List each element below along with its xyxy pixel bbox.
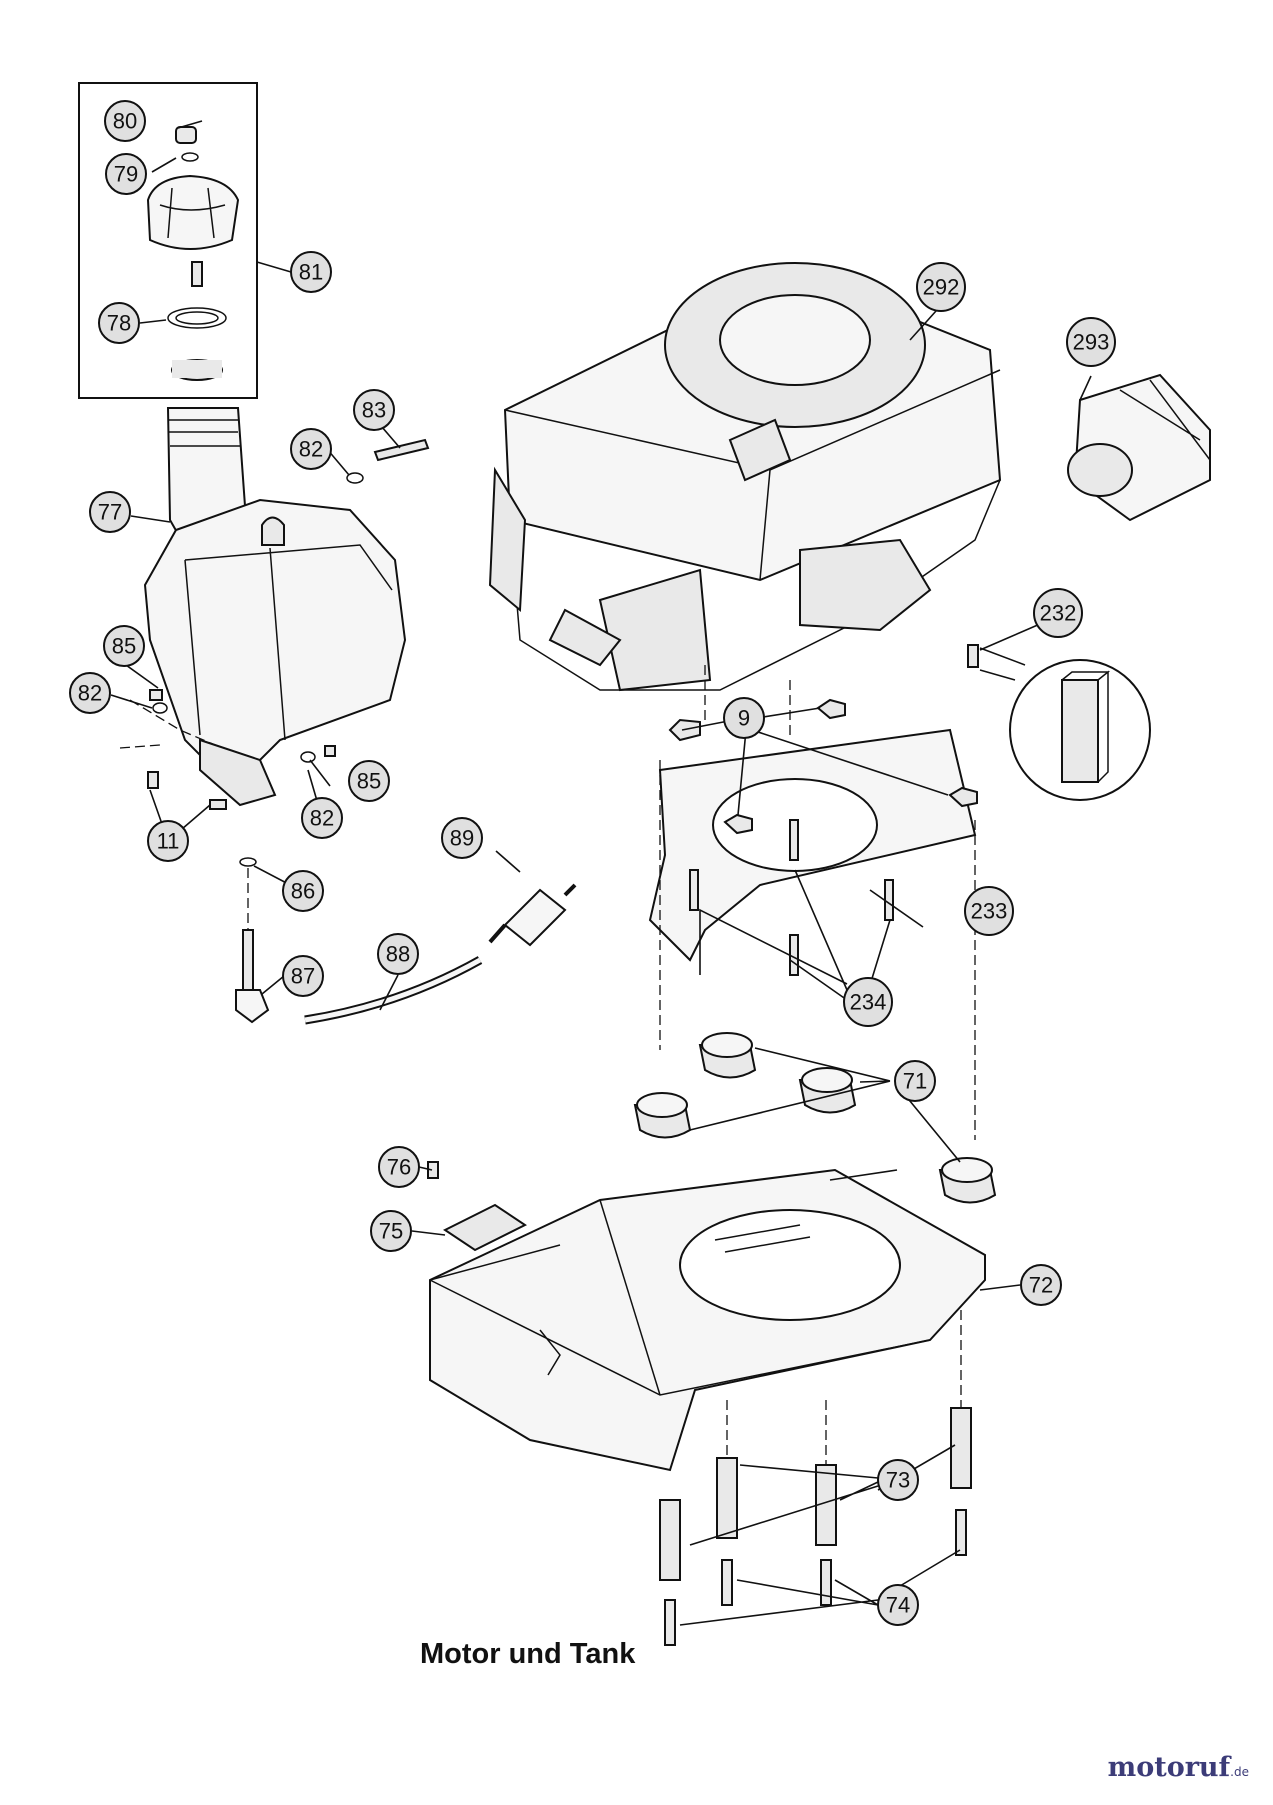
engine-carburetor	[799, 538, 932, 632]
callout-85: 85	[103, 625, 145, 667]
svg-text:234: 234	[850, 990, 887, 1015]
cap-screw	[191, 261, 203, 287]
svg-text:71: 71	[903, 1069, 927, 1094]
base-plate-opening	[679, 1209, 901, 1321]
callout-82: 82	[69, 672, 111, 714]
part-11-bolt	[147, 771, 159, 789]
svg-text:89: 89	[450, 826, 474, 851]
svg-text:292: 292	[923, 275, 960, 300]
svg-text:76: 76	[387, 1155, 411, 1180]
callout-75: 75	[370, 1210, 412, 1252]
callout-85: 85	[348, 760, 390, 802]
svg-text:87: 87	[291, 964, 315, 989]
svg-text:293: 293	[1073, 330, 1110, 355]
part-234-bolt	[689, 869, 699, 911]
part-80-vent	[175, 126, 197, 144]
tank-bracket	[199, 738, 277, 807]
watermark-suffix: .de	[1230, 1765, 1249, 1779]
svg-text:77: 77	[98, 500, 122, 525]
part-79-washer	[181, 152, 199, 162]
callout-81: 81	[290, 251, 332, 293]
callout-72: 72	[1020, 1264, 1062, 1306]
callout-77: 77	[89, 491, 131, 533]
cap-assembly-box	[78, 82, 258, 399]
part-232-key	[967, 644, 979, 668]
part-73-spacers	[659, 1407, 972, 1581]
callout-82: 82	[290, 428, 332, 470]
callout-293: 293	[1066, 317, 1116, 367]
svg-text:233: 233	[971, 899, 1008, 924]
svg-text:82: 82	[310, 806, 334, 831]
part-81-cap	[146, 174, 240, 250]
svg-text:88: 88	[386, 942, 410, 967]
part-83-bolt	[373, 438, 430, 462]
callout-233: 233	[964, 886, 1014, 936]
svg-text:9: 9	[738, 706, 750, 731]
callout-80: 80	[104, 100, 146, 142]
callout-82: 82	[301, 797, 343, 839]
svg-text:78: 78	[107, 311, 131, 336]
part-87-fitting	[242, 929, 254, 991]
svg-text:11: 11	[157, 829, 180, 854]
engine-cylinder	[598, 568, 712, 692]
svg-text:74: 74	[886, 1593, 910, 1618]
callout-76: 76	[378, 1146, 420, 1188]
svg-text:79: 79	[114, 162, 138, 187]
callout-292: 292	[916, 262, 966, 312]
svg-text:72: 72	[1029, 1273, 1053, 1298]
svg-text:82: 82	[78, 681, 102, 706]
part-77-fuel-tank	[143, 498, 407, 772]
part-75-bracket	[443, 1203, 527, 1252]
part-78-gasket	[167, 307, 227, 329]
callout-11: 11	[147, 820, 189, 862]
starter-handle	[728, 418, 792, 482]
part-76-screw	[427, 1161, 439, 1179]
svg-text:75: 75	[379, 1219, 403, 1244]
svg-text:232: 232	[1040, 601, 1077, 626]
part-86-washer	[239, 857, 257, 867]
callout-86: 86	[282, 870, 324, 912]
diagram-caption: Motor und Tank	[420, 1638, 636, 1670]
callout-87: 87	[282, 955, 324, 997]
part-72-base-plate	[429, 1168, 986, 1472]
part-232-key-detail	[1061, 679, 1099, 783]
svg-text:73: 73	[886, 1468, 910, 1493]
callout-71: 71	[894, 1060, 936, 1102]
callout-88: 88	[377, 933, 419, 975]
svg-text:83: 83	[362, 398, 386, 423]
svg-text:81: 81	[299, 260, 323, 285]
callout-83: 83	[353, 389, 395, 431]
callout-9: 9	[723, 697, 765, 739]
svg-text:80: 80	[113, 109, 137, 134]
svg-text:85: 85	[357, 769, 381, 794]
watermark-name: motoruf	[1107, 1752, 1231, 1783]
part-89-fuel-filter	[503, 888, 567, 947]
callout-74: 74	[877, 1584, 919, 1626]
svg-text:85: 85	[112, 634, 136, 659]
part-74-bolts	[664, 1509, 967, 1646]
watermark-logo: motoruf.de	[1108, 1752, 1249, 1783]
engine-side-fins	[488, 466, 527, 613]
callout-232: 232	[1033, 588, 1083, 638]
svg-text:86: 86	[291, 879, 315, 904]
part-82-washer	[346, 472, 364, 484]
svg-text:82: 82	[299, 437, 323, 462]
callout-78: 78	[98, 302, 140, 344]
callout-89: 89	[441, 817, 483, 859]
leader-lines	[110, 120, 1092, 1626]
callout-73: 73	[877, 1459, 919, 1501]
callout-234: 234	[843, 977, 893, 1027]
callout-79: 79	[105, 153, 147, 195]
